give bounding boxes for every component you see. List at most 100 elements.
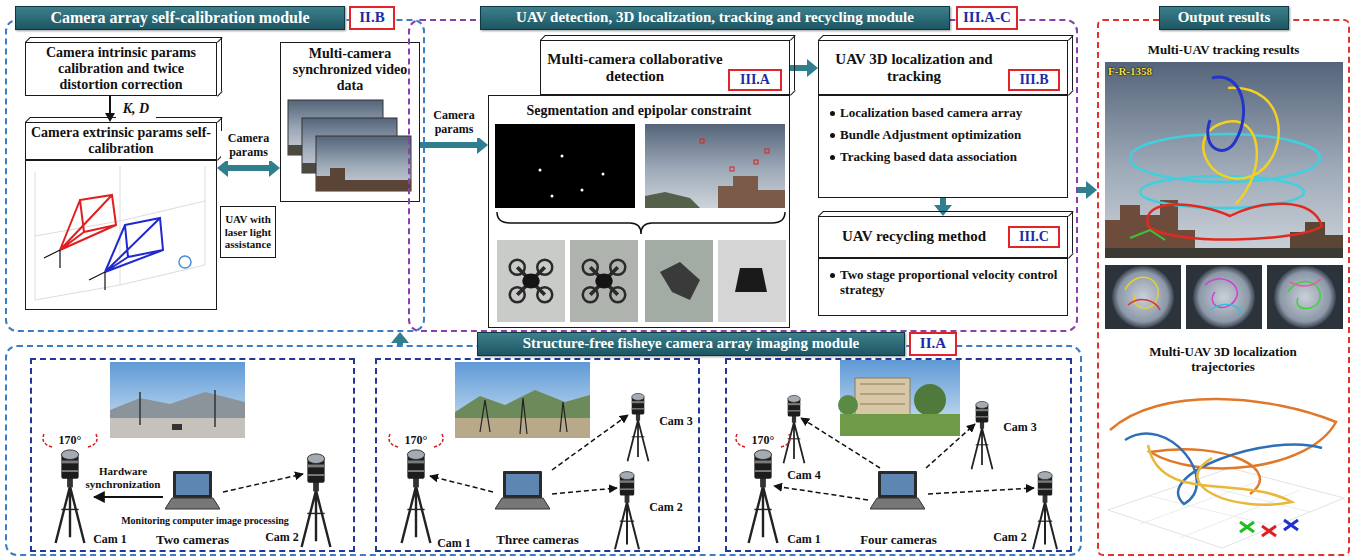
flow-arrow — [1078, 181, 1097, 199]
extrinsic-calibration-figure — [44, 250, 105, 290]
tracking-result-image — [1105, 62, 1343, 258]
uav-crops — [583, 260, 626, 303]
two-camera-setup — [43, 434, 97, 447]
uav-crops — [735, 268, 767, 292]
two-camera-setup — [172, 424, 182, 430]
arrow-shaft — [940, 198, 946, 206]
four-camera-setup — [860, 384, 905, 404]
edge-label: Camera params — [221, 131, 277, 161]
edge-label: Camera params — [427, 108, 481, 138]
tracking-thumbnails — [1210, 305, 1242, 315]
part-label: 170° — [400, 433, 432, 448]
part-label: Cam 2 — [262, 530, 302, 545]
arrow-head — [1086, 181, 1097, 199]
uav-crops — [718, 240, 786, 322]
part-label: 170° — [747, 433, 779, 448]
tracking-result-image — [1130, 230, 1165, 240]
four-camera-setup — [736, 360, 1057, 549]
setup-panel: Four cameras — [725, 358, 1072, 552]
flow-arrow — [934, 198, 952, 216]
part-label: Cam 4 — [784, 468, 824, 483]
tracking-thumbnails — [1112, 266, 1174, 328]
bullet-dot — [830, 273, 835, 278]
section-tag: III.C — [1008, 226, 1060, 248]
uav-crops — [497, 240, 565, 322]
box-text: Multi-camera synchronized video data — [284, 45, 416, 95]
box-text: Three cameras — [377, 532, 698, 549]
part-label: Hardware synchronization — [82, 464, 164, 492]
tracking-thumbnails — [1274, 266, 1336, 328]
trajectory-plot — [1110, 399, 1336, 494]
module-heading: Structure-free fisheye camera array imag… — [477, 332, 905, 356]
segmentation-images — [495, 124, 635, 208]
segmentation-images — [551, 195, 554, 198]
four-camera-setup — [870, 471, 925, 509]
segmentation-images — [718, 176, 785, 208]
trajectory-plot — [1108, 399, 1344, 548]
process-box: UAV 3D localization and trackingIII.BLoc… — [818, 40, 1068, 198]
process-box: UAV recycling methodIII.CTwo stage propo… — [818, 216, 1068, 316]
segmentation-images — [581, 189, 584, 192]
part-label: 170° — [54, 433, 86, 448]
four-camera-setup — [914, 384, 946, 416]
flow-arrow — [420, 136, 488, 154]
segmentation-images — [700, 139, 704, 143]
box-depth-edge — [545, 35, 795, 36]
section-tag: II.A — [909, 332, 957, 356]
module-heading: Output results — [1159, 6, 1289, 30]
trajectory-plot — [1148, 445, 1292, 505]
box-depth-edge — [1068, 253, 1074, 259]
process-box: Camera intrinsic params calibration and … — [25, 42, 217, 96]
tracking-thumbnails — [1128, 300, 1160, 310]
process-box: Multi-camera collaborative detectionIII.… — [488, 40, 790, 328]
segmentation-images — [602, 173, 605, 176]
tracking-result-image — [1208, 77, 1244, 150]
box-text: Camera extrinsic params self-calibration — [29, 124, 213, 158]
box-text: Segmentation and epipolar constraint — [496, 101, 782, 121]
arrow-head — [217, 159, 228, 177]
arrow-shaft — [227, 165, 270, 171]
segmentation-images — [561, 155, 564, 158]
uav-crops — [645, 240, 713, 322]
tracking-thumbnails — [1193, 266, 1255, 328]
segmentation-images — [730, 167, 734, 171]
module-region: UAV detection, 3D localization, tracking… — [408, 19, 1078, 332]
extrinsic-calibration-figure — [105, 218, 163, 272]
box-text: Camera intrinsic params calibration and … — [29, 44, 213, 94]
two-camera-setup — [165, 471, 220, 509]
trajectory-plot — [1140, 480, 1310, 538]
four-camera-setup — [774, 486, 868, 500]
box-outline — [25, 160, 217, 310]
box-text: UAV with laser light assistance — [222, 208, 274, 256]
four-camera-setup — [784, 395, 805, 463]
box-depth-edge — [30, 37, 222, 38]
box-text: Two cameras — [32, 532, 353, 549]
box-text: UAV recycling method — [824, 225, 1004, 249]
segmentation-images — [645, 124, 785, 208]
tracking-result-image — [1147, 204, 1322, 240]
three-camera-setup — [495, 471, 550, 509]
tracking-thumbnails — [1186, 265, 1262, 329]
box-text: Multi-UAV tracking results — [1099, 41, 1348, 59]
part-label: Cam 1 — [784, 532, 824, 547]
trajectory-plot — [1125, 433, 1322, 504]
trajectory-plot — [1284, 520, 1298, 530]
box-depth-edge — [823, 35, 1073, 36]
four-camera-setup — [840, 360, 960, 436]
process-box: Camera extrinsic params self-calibration — [25, 122, 217, 310]
uav-crops — [510, 260, 553, 303]
segmentation-images — [645, 192, 700, 208]
data-box: Multi-camera synchronized video data — [280, 42, 420, 202]
extrinsic-calibration-figure — [35, 166, 205, 300]
tracking-thumbnails — [1290, 278, 1322, 286]
four-camera-setup — [801, 418, 880, 468]
four-camera-setup — [838, 395, 858, 415]
box-depth-edge — [790, 90, 796, 96]
box-depth-edge — [823, 211, 1073, 212]
four-camera-setup — [840, 414, 960, 436]
two-camera-setup — [56, 450, 85, 543]
three-camera-setup — [389, 362, 649, 549]
module-heading: UAV detection, 3D localization, tracking… — [480, 6, 950, 30]
tracking-result-image — [1105, 248, 1343, 258]
three-camera-setup — [402, 450, 431, 543]
